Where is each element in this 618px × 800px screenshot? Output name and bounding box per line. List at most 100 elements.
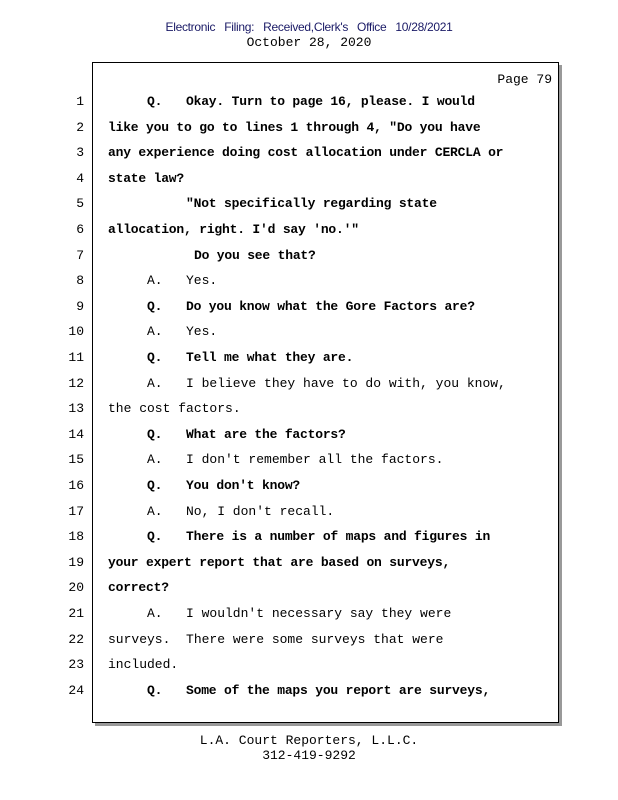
line-content: What are the factors? xyxy=(186,426,346,442)
line-text: Q. What are the factors? xyxy=(108,425,346,445)
transcript-line: 18 Q.There is a number of maps and figure… xyxy=(0,527,618,547)
transcript-page-frame xyxy=(92,62,559,723)
transcript-line: 2 like you to go to lines 1 through 4, "D… xyxy=(0,118,618,138)
line-content: allocation, right. I'd say 'no.'" xyxy=(108,222,359,237)
line-text: state law? xyxy=(108,169,184,189)
footer: L.A. Court Reporters, L.L.C. 312-419-929… xyxy=(0,733,618,763)
line-number: 14 xyxy=(68,426,84,442)
line-content: Yes. xyxy=(186,273,218,289)
line-number: 4 xyxy=(76,170,84,186)
line-text: Q. Some of the maps you report are survey… xyxy=(108,681,490,701)
line-content: any experience doing cost allocation und… xyxy=(108,145,504,161)
line-text: Q. Okay. Turn to page 16, please. I would xyxy=(108,92,475,112)
filing-stamp: Electronic Filing: Received,Clerk's Offi… xyxy=(165,20,453,34)
line-text: Do you see that? xyxy=(108,246,316,266)
line-content: surveys. There were some surveys that we… xyxy=(108,631,444,647)
line-content: You don't know? xyxy=(186,478,301,493)
speaker-label: Q. xyxy=(147,426,163,442)
line-text: "Not specifically regarding state xyxy=(108,194,437,214)
line-number: 13 xyxy=(68,401,84,417)
line-number: 3 xyxy=(76,145,84,161)
transcript-line: 13 the cost factors. xyxy=(0,399,618,419)
line-content: included. xyxy=(108,657,179,673)
line-text: included. xyxy=(108,655,178,675)
line-content: Yes. xyxy=(186,324,218,340)
speaker-label: Q. xyxy=(147,298,163,314)
reporter-company: L.A. Court Reporters, L.L.C. xyxy=(199,733,419,748)
speaker-label: A. xyxy=(147,273,163,289)
speaker-label: Q. xyxy=(147,94,163,109)
line-text: your expert report that are based on sur… xyxy=(108,553,450,573)
transcript-line: 19 your expert report that are based on s… xyxy=(0,553,618,573)
line-number: 1 xyxy=(76,94,84,109)
transcript-line: 17 A. No, I don't recall. xyxy=(0,502,618,522)
speaker-label: Q. xyxy=(147,529,163,545)
line-content: "Not specifically regarding state xyxy=(186,196,437,212)
line-number: 24 xyxy=(68,682,84,698)
line-text: any experience doing cost allocation und… xyxy=(108,143,503,163)
transcript-line: 21 A. I wouldn't necessary say they were xyxy=(0,604,618,624)
line-number: 11 xyxy=(68,350,84,365)
line-number: 16 xyxy=(68,478,84,493)
speaker-label: Q. xyxy=(147,682,163,698)
line-content: I don't remember all the factors. xyxy=(186,452,444,468)
line-number: 5 xyxy=(76,196,84,212)
line-content: Do you know what the Gore Factors are? xyxy=(186,298,475,314)
line-number: 22 xyxy=(68,631,84,647)
line-content: I believe they have to do with, you know… xyxy=(186,375,506,391)
line-number: 10 xyxy=(68,324,84,340)
line-number: 15 xyxy=(68,452,84,468)
line-content: I wouldn't necessary say they were xyxy=(186,606,452,621)
line-content: correct? xyxy=(108,580,169,596)
transcript-line: 14 Q. What are the factors? xyxy=(0,425,618,445)
line-number: 2 xyxy=(76,119,84,135)
line-number: 23 xyxy=(68,657,84,673)
transcript-line: 22 surveys. There were some surveys that … xyxy=(0,630,618,650)
transcript-date: October 28, 2020 xyxy=(246,35,372,50)
transcript-line: 4 state law? xyxy=(0,169,618,189)
line-content: Some of the maps you report are surveys, xyxy=(186,682,491,698)
line-content: No, I don't recall. xyxy=(186,503,335,519)
line-number: 18 xyxy=(68,529,84,545)
line-content: like you to go to lines 1 through 4, "Do… xyxy=(108,119,481,135)
line-content: Tell me what they are. xyxy=(186,350,354,365)
transcript-line: 3 any experience doing cost allocation un… xyxy=(0,143,618,163)
line-content: the cost factors. xyxy=(108,401,241,417)
line-text: surveys. There were some surveys that we… xyxy=(108,630,443,650)
line-text: Q. You don't know? xyxy=(108,476,300,496)
speaker-label: A. xyxy=(147,324,163,340)
transcript-line: 10 A. Yes. xyxy=(0,322,618,342)
line-content: your expert report that are based on sur… xyxy=(108,554,451,570)
line-text: A.I believe they have to do with, you kn… xyxy=(108,374,506,394)
line-text: Q.There is a number of maps and figures … xyxy=(108,527,490,547)
transcript-line: 11 Q. Tell me what they are. xyxy=(0,348,618,368)
line-content: state law? xyxy=(108,170,185,186)
line-content: Do you see that? xyxy=(194,247,316,263)
page-number: Page 79 xyxy=(497,72,552,87)
line-text: Q. Do you know what the Gore Factors are? xyxy=(108,297,475,317)
line-text: allocation, right. I'd say 'no.'" xyxy=(108,220,359,240)
line-number: 17 xyxy=(68,503,84,519)
line-number: 19 xyxy=(68,554,84,570)
line-text: A. No, I don't recall. xyxy=(108,502,334,522)
transcript-line: 24 Q. Some of the maps you report are surv… xyxy=(0,681,618,701)
line-content: Okay. Turn to page 16, please. I would xyxy=(186,94,475,109)
transcript-line: 20 correct? xyxy=(0,578,618,598)
speaker-label: A. xyxy=(147,606,163,621)
speaker-label: A. xyxy=(147,452,163,468)
line-text: Q. Tell me what they are. xyxy=(108,348,353,368)
speaker-label: Q. xyxy=(147,478,163,493)
speaker-label: Q. xyxy=(147,350,163,365)
speaker-label: A. xyxy=(147,503,163,519)
transcript-line: 16 Q. You don't know? xyxy=(0,476,618,496)
line-text: A. Yes. xyxy=(108,271,217,291)
line-number: 21 xyxy=(68,606,84,621)
line-number: 20 xyxy=(68,580,84,596)
line-text: the cost factors. xyxy=(108,399,241,419)
line-text: A. I wouldn't necessary say they were xyxy=(108,604,451,624)
